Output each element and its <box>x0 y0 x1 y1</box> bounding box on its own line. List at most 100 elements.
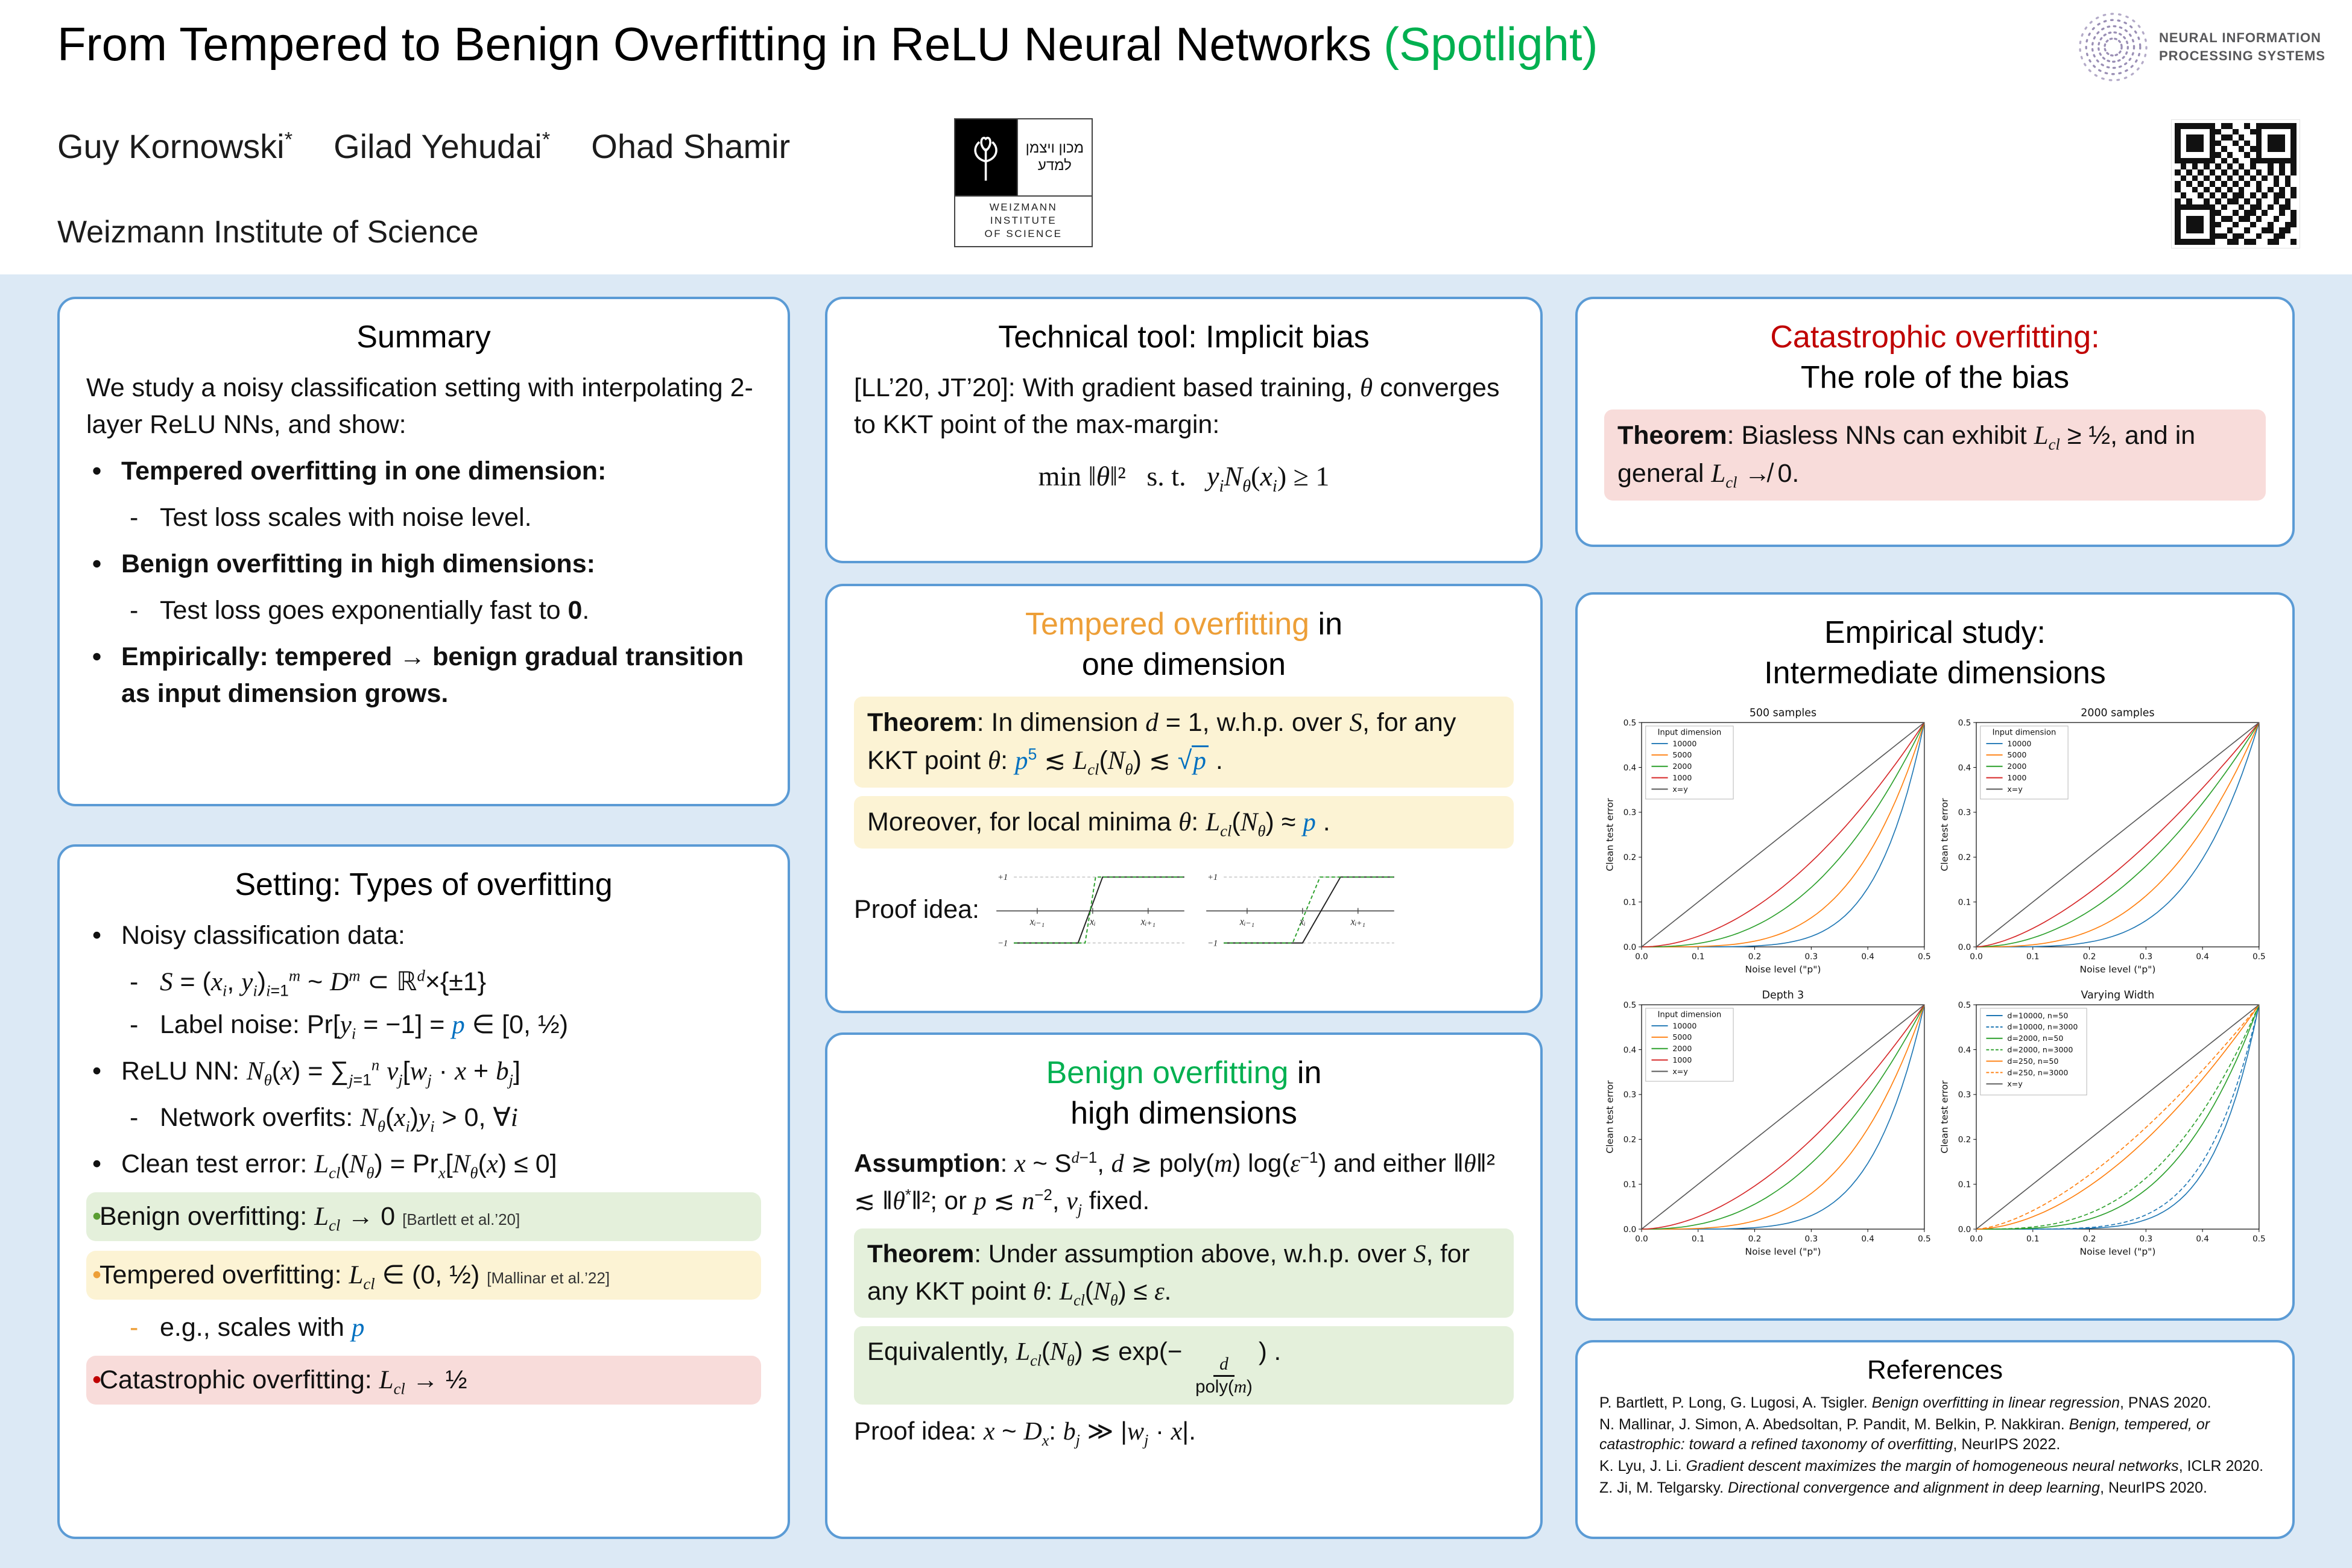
svg-text:0.2: 0.2 <box>2082 1234 2096 1244</box>
reference-item-1: P. Bartlett, P. Long, G. Lugosi, A. Tsig… <box>1599 1394 2211 1412</box>
svg-text:0.5: 0.5 <box>1623 1001 1637 1010</box>
svg-text:xᵢ: xᵢ <box>1299 916 1306 928</box>
svg-text:2000: 2000 <box>2007 762 2026 771</box>
svg-text:xᵢ₊₁: xᵢ₊₁ <box>1140 916 1155 928</box>
tempered-proof-row: Proof idea: +1 −1 xᵢ₋₁ xᵢ xᵢ₊₁ <box>854 864 1514 955</box>
svg-text:0.2: 0.2 <box>1748 952 1762 962</box>
reference-item-3: K. Lyu, J. Li. Gradient descent maximize… <box>1599 1458 2264 1475</box>
neurips-logo: NEURAL INFORMATION PROCESSING SYSTEMS <box>2075 8 2325 86</box>
svg-text:xᵢ₋₁: xᵢ₋₁ <box>1029 916 1045 928</box>
svg-text:+1: +1 <box>1207 873 1218 882</box>
svg-text:Clean test error: Clean test error <box>1605 1080 1616 1154</box>
benign-citation: [Bartlett et al.’20] <box>402 1210 520 1228</box>
weizmann-logo-top: מכון ויצמן למדע <box>955 119 1092 197</box>
catastrophic-theorem: Theorem: Biasless NNs can exhibit Lcl ≥ … <box>1604 409 2266 501</box>
benign-theorem: Theorem: Under assumption above, w.h.p. … <box>854 1228 1514 1318</box>
svg-text:xᵢ: xᵢ <box>1089 916 1096 928</box>
svg-text:0.4: 0.4 <box>1958 1046 1971 1055</box>
svg-text:0.2: 0.2 <box>1958 853 1971 862</box>
author-1: Guy Kornowski* <box>57 127 293 165</box>
svg-text:0.5: 0.5 <box>2252 952 2266 962</box>
svg-text:Noise level ("p"): Noise level ("p") <box>1745 1247 1821 1257</box>
affiliation: Weizmann Institute of Science <box>57 215 479 250</box>
technical-body: [LL’20, JT’20]: With gradient based trai… <box>854 373 1500 439</box>
svg-text:0.1: 0.1 <box>1692 1234 1705 1244</box>
svg-text:10000: 10000 <box>1672 1022 1696 1031</box>
svg-text:0.5: 0.5 <box>1958 718 1971 728</box>
svg-text:1000: 1000 <box>1672 1055 1692 1064</box>
summary-sub-tempered: Test loss scales with noise level. <box>86 499 761 536</box>
svg-text:0.3: 0.3 <box>2139 1234 2152 1244</box>
svg-text:0.5: 0.5 <box>2252 1234 2266 1244</box>
svg-text:0.0: 0.0 <box>1958 943 1971 952</box>
references-box: References P. Bartlett, P. Long, G. Lugo… <box>1575 1340 2295 1539</box>
svg-text:x=y: x=y <box>1672 785 1688 794</box>
svg-text:d=10000, n=3000: d=10000, n=3000 <box>2007 1023 2078 1032</box>
svg-text:0.1: 0.1 <box>2026 952 2040 962</box>
svg-text:Depth 3: Depth 3 <box>1762 990 1804 1002</box>
weizmann-logo: מכון ויצמן למדע WEIZMANN INSTITUTE OF SC… <box>954 118 1093 247</box>
catastrophic-heading: Catastrophic overfitting: The role of th… <box>1770 320 2100 395</box>
author-list: Guy Kornowski* Gilad Yehudai* Ohad Shami… <box>57 127 790 166</box>
svg-text:1000: 1000 <box>2007 773 2026 782</box>
tempered-citation: [Mallinar et al.’22] <box>487 1268 610 1287</box>
svg-text:0.2: 0.2 <box>1623 853 1637 862</box>
svg-text:0.4: 0.4 <box>1861 1234 1874 1244</box>
neurips-swirl-icon <box>2079 13 2148 81</box>
technical-tool-box: Technical tool: Implicit bias [LL’20, JT… <box>825 297 1543 563</box>
setting-catastrophic-definition: Catastrophic overfitting: Lcl → ½ <box>86 1355 761 1405</box>
qr-code <box>2171 119 2300 248</box>
summary-bullet-tempered: Tempered overfitting in one dimension: <box>86 453 761 490</box>
setting-tempered-definition: Tempered overfitting: Lcl ∈ (0, ½) [Mall… <box>86 1250 761 1300</box>
svg-text:Noise level ("p"): Noise level ("p") <box>2079 964 2155 975</box>
neurips-logo-text: NEURAL INFORMATION PROCESSING SYSTEMS <box>2159 30 2325 63</box>
svg-text:0.1: 0.1 <box>2026 1234 2040 1244</box>
svg-text:0.5: 0.5 <box>1918 952 1931 962</box>
svg-text:Clean test error: Clean test error <box>1605 798 1616 871</box>
svg-text:0.4: 0.4 <box>1861 952 1874 962</box>
svg-text:0.4: 0.4 <box>2196 952 2209 962</box>
tempered-heading: Tempered overfitting in one dimension <box>1025 607 1343 682</box>
summary-sub-benign: Test loss goes exponentially fast to 0. <box>86 592 761 629</box>
svg-text:d=250, n=3000: d=250, n=3000 <box>2007 1068 2068 1077</box>
svg-text:0.3: 0.3 <box>1623 808 1637 818</box>
svg-text:Clean test error: Clean test error <box>1939 798 1950 871</box>
references-heading: References <box>1867 1355 2003 1385</box>
svg-text:0.4: 0.4 <box>1623 1046 1637 1055</box>
svg-text:0.5: 0.5 <box>1918 1234 1931 1244</box>
svg-text:0.2: 0.2 <box>1958 1136 1971 1145</box>
benign-assumption: Assumption: x ~ Sd−1, d ≳ poly(m) log(ε−… <box>854 1148 1495 1219</box>
author-2: Gilad Yehudai* <box>334 127 551 165</box>
svg-text:2000 samples: 2000 samples <box>2081 707 2154 719</box>
summary-intro: We study a noisy classification setting … <box>86 373 753 439</box>
svg-text:0.0: 0.0 <box>1623 943 1637 952</box>
svg-text:Input dimension: Input dimension <box>1658 1011 1722 1020</box>
svg-text:0.0: 0.0 <box>1958 1225 1971 1234</box>
summary-heading: Summary <box>356 320 491 355</box>
proof-diagram-left: +1 −1 xᵢ₋₁ xᵢ xᵢ₊₁ <box>996 873 1184 949</box>
svg-text:5000: 5000 <box>1672 1033 1692 1042</box>
svg-text:10000: 10000 <box>2007 739 2031 748</box>
poster-title: From Tempered to Benign Overfitting in R… <box>57 17 1372 71</box>
setting-clean-test-error: Clean test error: Lcl(Nθ) = Prx[Nθ(x) ≤ … <box>86 1146 761 1183</box>
summary-bullet-benign: Benign overfitting in high dimensions: <box>86 546 761 583</box>
svg-text:−1: −1 <box>997 939 1008 949</box>
svg-text:0.0: 0.0 <box>1970 952 1983 962</box>
svg-text:Varying Width: Varying Width <box>2081 990 2154 1002</box>
catastrophic-box: Catastrophic overfitting: The role of th… <box>1575 297 2295 547</box>
svg-text:0.2: 0.2 <box>1623 1136 1637 1145</box>
max-margin-formula: min ‖θ‖² s. t. yiNθ(xi) ≥ 1 <box>1038 460 1330 496</box>
svg-text:0.0: 0.0 <box>1635 1234 1648 1244</box>
svg-text:x=y: x=y <box>1672 1067 1688 1076</box>
svg-text:d=250, n=50: d=250, n=50 <box>2007 1057 2058 1066</box>
svg-text:10000: 10000 <box>1672 739 1696 748</box>
svg-text:Noise level ("p"): Noise level ("p") <box>2079 1247 2155 1257</box>
setting-item-data: Noisy classification data: <box>86 917 761 954</box>
svg-text:+1: +1 <box>997 873 1008 882</box>
proof-idea-label: Proof idea: <box>854 894 979 924</box>
